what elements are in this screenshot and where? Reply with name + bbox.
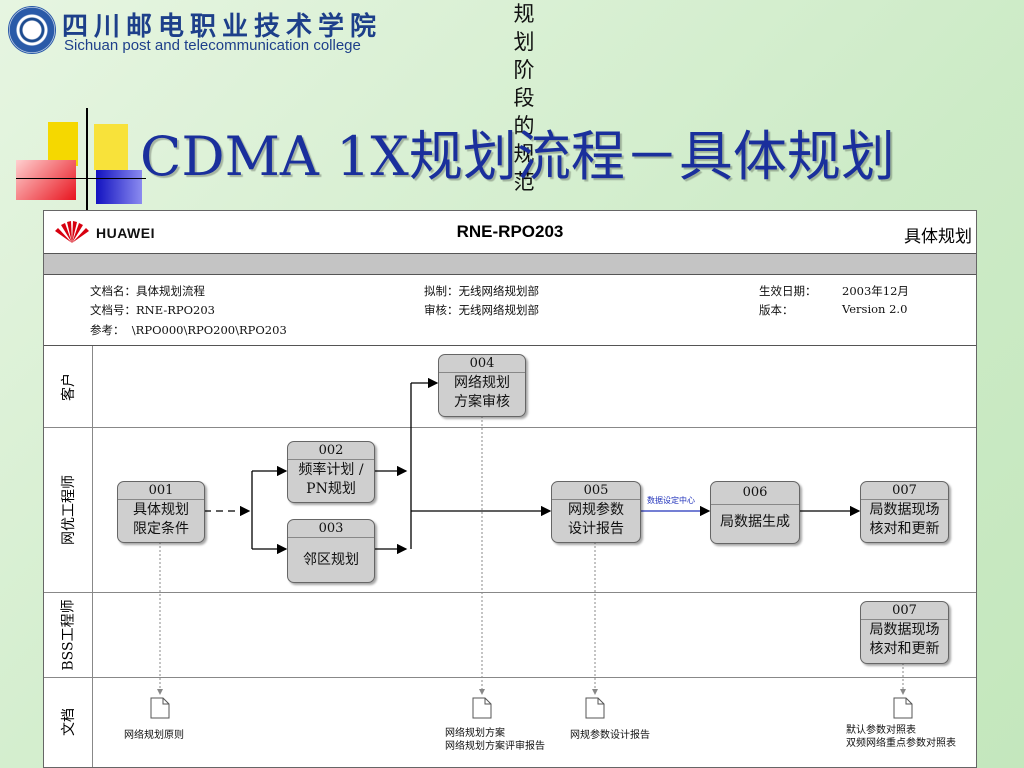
lane-divider <box>44 677 976 678</box>
process-box-003: 003 邻区规划 <box>287 519 375 583</box>
process-box-004: 004 网络规划方案审核 <box>438 354 526 417</box>
doc-note-param-report: 网规参数设计报告 <box>570 730 650 741</box>
document-file-icon <box>585 697 605 719</box>
lane-divider <box>44 592 976 593</box>
process-document: HUAWEI RNE-RPO203 具体规划 文档名：具体规划流程 文档号：RN… <box>43 210 977 768</box>
school-name-cn: 四川邮电职业技术学院 <box>62 12 383 42</box>
meta-effective-value: 2003年12月 <box>842 284 909 298</box>
meta-reviewed: 审核：无线网络规划部 <box>424 303 539 317</box>
document-file-icon <box>893 697 913 719</box>
process-box-006: 006 局数据生成 <box>710 481 800 544</box>
vertical-overlay-text: 规 划 阶 段 的 规 范 <box>513 2 535 194</box>
lane-label-column <box>44 346 93 767</box>
meta-effective-label: 生效日期： <box>759 284 817 298</box>
process-box-007-bss: 007 局数据现场核对和更新 <box>860 601 949 664</box>
document-code: RNE-RPO203 <box>456 222 564 241</box>
deco-yellow-square <box>94 124 128 170</box>
school-emblem-icon <box>8 6 56 54</box>
lane-divider <box>44 427 976 428</box>
deco-yellow-square <box>48 122 78 166</box>
school-logo: 四川邮电职业技术学院 Sichuan post and telecommunic… <box>8 6 408 56</box>
process-box-001: 001 具体规划限定条件 <box>117 481 205 543</box>
arrow-label-data-center: 数据设定中心 <box>647 496 695 505</box>
document-file-icon <box>472 697 492 719</box>
document-header: HUAWEI RNE-RPO203 具体规划 <box>44 211 976 254</box>
flow-connectors <box>157 377 906 695</box>
huawei-brand: HUAWEI <box>96 225 155 241</box>
doc-note-planning-principles: 网络规划原则 <box>124 730 184 741</box>
document-meta: 文档名：具体规划流程 文档号：RNE-RPO203 参考： \RPO000\RP… <box>44 275 976 346</box>
process-box-005: 005 网规参数设计报告 <box>551 481 641 543</box>
meta-drafted: 拟制：无线网络规划部 <box>424 284 539 298</box>
meta-reference: 参考： \RPO000\RPO200\RPO203 <box>90 323 287 337</box>
slide-title: CDMA 1X规划流程－具体规划 <box>140 125 895 188</box>
process-box-007-network: 007 局数据现场核对和更新 <box>860 481 949 543</box>
meta-doc-no: 文档号：RNE-RPO203 <box>90 303 215 317</box>
deco-red-square <box>16 160 76 200</box>
meta-version-label: 版本： <box>759 303 794 317</box>
meta-doc-name: 文档名：具体规划流程 <box>90 284 205 298</box>
deco-horizontal-line <box>16 178 146 179</box>
doc-note-planning-scheme: 网络规划方案 网络规划方案评审报告 <box>445 728 545 752</box>
school-name-en: Sichuan post and telecommunication colle… <box>64 37 361 54</box>
deco-vertical-line <box>86 108 88 210</box>
header-grey-bar <box>44 254 976 275</box>
deco-blue-square <box>96 170 142 204</box>
document-section: 具体规划 <box>904 227 972 247</box>
meta-version-value: Version 2.0 <box>842 302 908 316</box>
process-box-002: 002 频率计划 /PN规划 <box>287 441 375 503</box>
document-file-icon <box>150 697 170 719</box>
doc-note-param-tables: 默认参数对照表 双频网络重点参数对照表 <box>846 725 956 749</box>
huawei-logo-icon <box>55 221 89 243</box>
